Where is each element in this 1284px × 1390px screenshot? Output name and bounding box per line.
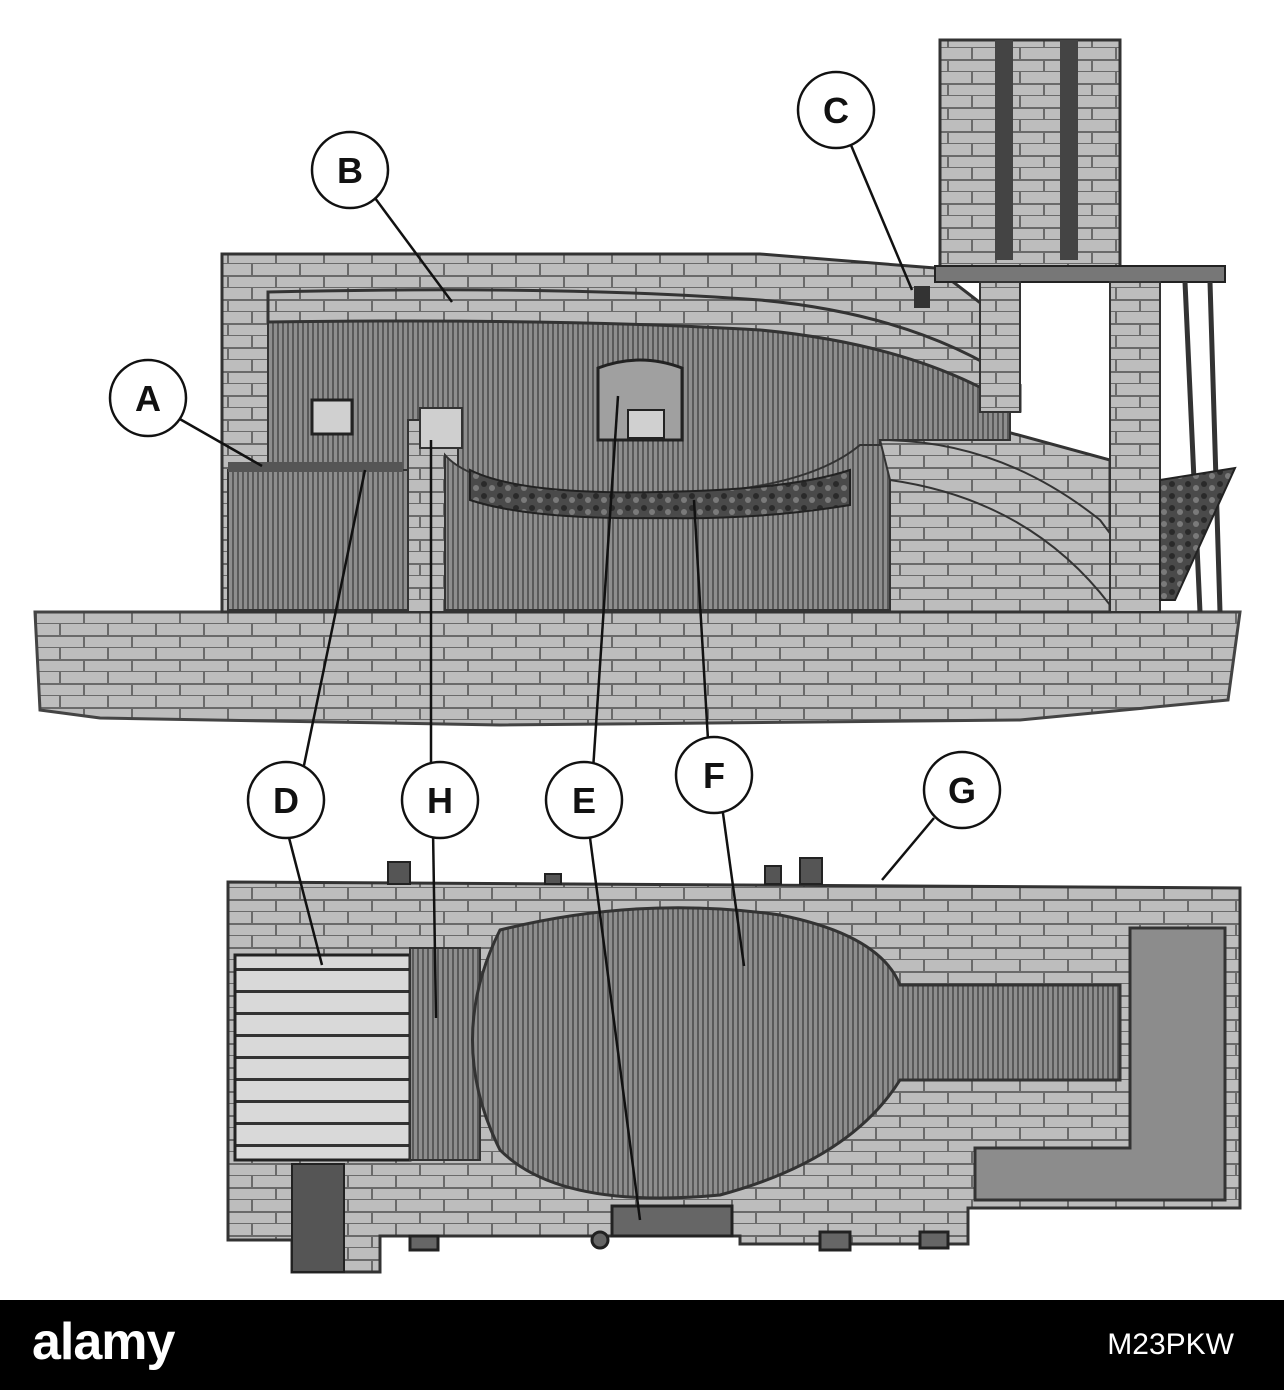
label-g-marker: G	[922, 750, 1002, 830]
label-h: H	[427, 780, 453, 821]
plan-grate	[233, 953, 412, 1162]
label-f-marker: F	[674, 735, 754, 815]
label-b: B	[337, 150, 363, 191]
label-a: A	[135, 378, 161, 419]
fire-chamber	[227, 469, 409, 611]
fire-door	[310, 398, 354, 436]
ash-pit-shelf	[228, 462, 403, 472]
side-section-view	[33, 38, 1242, 727]
plan-bridge	[409, 947, 481, 1161]
plan-view	[226, 857, 1242, 1274]
watermark-footer: alamy M23PKW	[0, 1300, 1284, 1390]
leader-lines	[177, 137, 935, 1221]
plan-flue	[973, 926, 1227, 1202]
working-door-sill	[627, 409, 665, 439]
bridge-opening	[419, 407, 463, 449]
label-c-marker: C	[796, 70, 876, 150]
label-e-marker: E	[544, 760, 624, 840]
damper	[914, 286, 930, 308]
ground-foundation	[33, 610, 1242, 727]
label-a-marker: A	[108, 358, 188, 438]
label-h-marker: H	[400, 760, 480, 840]
label-d-marker: D	[246, 760, 326, 840]
exit-chute	[1159, 466, 1237, 601]
charge-on-hearth	[469, 468, 851, 520]
alamy-logo: alamy	[32, 1313, 175, 1371]
label-f: F	[703, 755, 725, 796]
image-code: M23PKW	[1107, 1328, 1234, 1361]
furnace-diagram: A B C D H E F G	[33, 38, 1242, 1274]
label-b-marker: B	[310, 130, 390, 210]
label-c: C	[823, 90, 849, 131]
label-e: E	[572, 780, 596, 821]
label-g: G	[948, 770, 976, 811]
plan-studs	[291, 857, 823, 1273]
plan-door-fittings	[408, 1204, 950, 1252]
plan-hearth	[471, 906, 1122, 1200]
chimney	[934, 38, 1226, 613]
label-d: D	[273, 780, 299, 821]
